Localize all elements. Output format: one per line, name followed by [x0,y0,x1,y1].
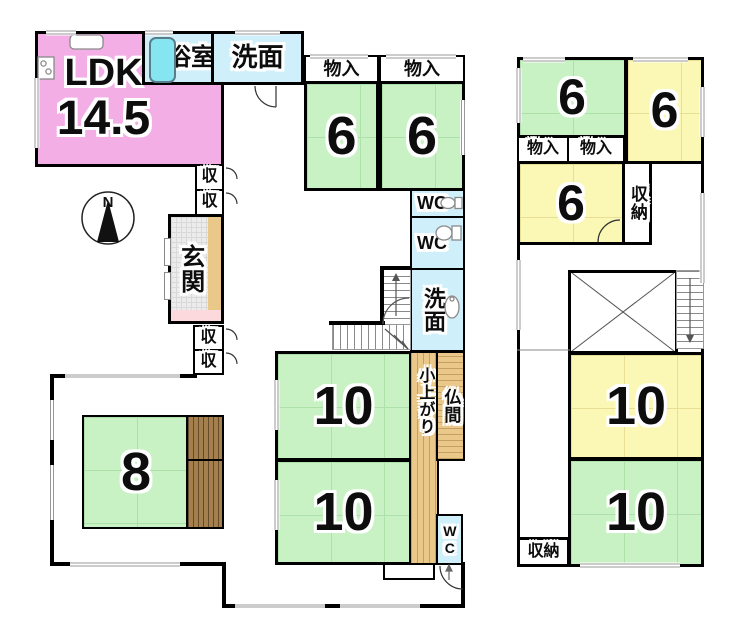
room-f2-closet-upper: 収納 [622,161,652,245]
room-washroom-top: 洗面 [211,31,304,85]
genkan-step-strip [171,310,221,321]
wall-stair-left [380,266,384,325]
washroom-mid-label: 洗面 [421,287,447,333]
bathtub-icon [149,37,176,83]
wall-stair-top [380,266,412,270]
wall-corridor-left [222,562,226,608]
tatami10-a-label: 10 [313,375,374,436]
room-closet-s1: 収 [193,325,224,351]
room-closet-n1: 収 [195,164,224,191]
storage-top-b-label: 物入 [404,58,440,79]
f2-storage-b-label: 物入 [579,140,612,158]
room-f2-storage-a: 物入 [517,136,569,163]
stairwell-void [568,270,678,354]
wc-lower-label: WC [441,522,458,557]
wall-leftwing-left [50,374,54,566]
room-bath: 浴室 [142,31,215,85]
room-tatami6-b: 6 [379,81,465,191]
washroom-top-label: 洗面 [231,42,284,73]
genkan-door-icon [164,238,171,266]
ldk-size-label: 14.5 [56,91,151,145]
corridor-step [383,563,435,580]
compass-icon: N [81,191,135,245]
genkan-wood-strip [208,217,221,310]
closet-s2-label: 収 [200,352,217,370]
f2-tatami6-mid-label: 6 [557,174,585,231]
genkan-door-icon [164,272,171,300]
room-f2-tatami10-yellow: 10 [568,352,704,460]
staircase-1f-upper-flight [383,268,411,325]
closet-s1-label: 収 [200,328,217,346]
room-tatami10-b: 10 [275,459,412,565]
room-tatami8: 8 [82,415,190,529]
staircase-2f [676,270,704,349]
room-f2-tatami6-mid: 6 [517,161,625,245]
closet-n2-label: 収 [201,193,218,211]
room-wc-mid: WC [410,216,465,270]
f2-tatami6-nw-label: 6 [558,69,586,126]
room-tatami10-a: 10 [275,351,412,461]
wall-stair-stub [329,321,385,325]
room-storage-top-b: 物入 [379,55,465,83]
room-storage-top-a: 物入 [304,55,379,83]
storage-top-a-label: 物入 [323,58,360,79]
tokonoma-board-lower [186,459,224,529]
ldk-label: LDK [64,51,143,94]
f2-closet-upper-label: 収納 [627,185,647,221]
room-genkan: 玄関 [168,214,224,324]
ldk-label-block: LDK 14.5 [56,51,151,145]
room-wc-lower: WC [436,514,463,565]
wall-corridor-right [461,562,465,608]
room-koagari: 小上がり [409,351,439,565]
room-f2-tatami10-green: 10 [568,458,704,567]
wall-leftwing-bottom [50,562,226,566]
closet-n1-label: 収 [201,168,218,186]
room-tatami6-a: 6 [304,81,379,191]
wall-leftwing-top [50,374,197,378]
genkan-label: 玄関 [176,244,204,294]
f2-tatami10-yellow-label: 10 [605,375,667,436]
wc-upper-label: WC [417,193,447,214]
f2-closet-lower-label: 収納 [527,542,560,560]
room-butsuma: 仏間 [436,351,465,461]
compass-label: N [103,194,114,211]
room-wc-upper: WC [410,189,465,218]
koagari-label: 小上がり [416,367,434,435]
wall-corridor-bottom [222,604,465,608]
room-f2-storage-b: 物入 [567,136,625,163]
tatami8-label: 8 [120,441,152,502]
tokonoma-board-upper [186,415,224,461]
tatami10-b-label: 10 [313,481,374,542]
f2-storage-a-label: 物入 [526,140,559,158]
room-f2-tatami6-nw: 6 [517,57,627,138]
wc-lower-entry-arrow [445,563,453,580]
tatami6-b-label: 6 [406,105,438,166]
room-closet-n2: 収 [195,189,224,216]
room-washroom-mid: 洗面 [410,268,465,352]
wc-mid-label: WC [417,232,447,253]
tatami6-a-label: 6 [326,105,357,166]
butsuma-label: 仏間 [441,388,461,424]
staircase-1f-lower-flight [332,324,411,350]
room-f2-tatami6-ne: 6 [625,57,704,164]
f2-tatami10-green-label: 10 [605,482,667,543]
room-f2-closet-lower: 収納 [517,537,570,567]
room-closet-s2: 収 [193,349,224,375]
f2-tatami6-ne-label: 6 [650,82,679,139]
